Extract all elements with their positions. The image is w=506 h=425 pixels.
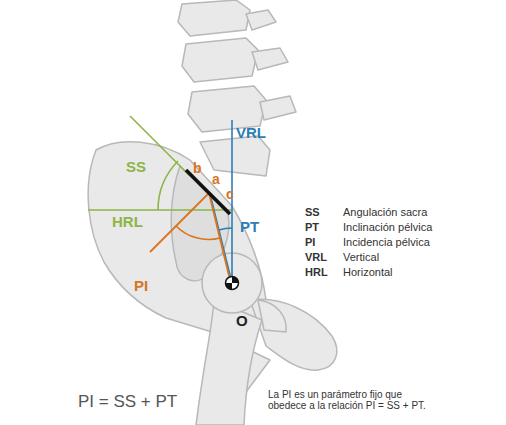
definition: Incidencia pélvica [343, 236, 430, 248]
note: La PI es un parámetro fijo que obedece a… [268, 389, 438, 411]
angle-label: SS [126, 158, 146, 175]
abbreviation: VRL [305, 251, 327, 263]
formula: PI = SS + PT [78, 392, 177, 412]
abbreviation: SS [305, 206, 320, 218]
abbreviation: HRL [305, 266, 328, 278]
abbreviation: PI [305, 236, 315, 248]
abbreviation: PT [305, 221, 319, 233]
segment-letter: b [193, 160, 202, 176]
definition: Vertical [343, 251, 379, 263]
angle-label: PI [134, 277, 148, 294]
definition: Horizontal [343, 266, 393, 278]
angle-label: VRL [236, 124, 266, 141]
definition: Inclinación pélvica [343, 221, 432, 233]
line-label: HRL [112, 213, 143, 230]
angle-label: PT [240, 218, 259, 235]
definition: Angulación sacra [343, 206, 427, 218]
point-label: O [236, 312, 248, 329]
segment-letter: a [212, 171, 220, 187]
segment-letter: c [226, 186, 234, 202]
